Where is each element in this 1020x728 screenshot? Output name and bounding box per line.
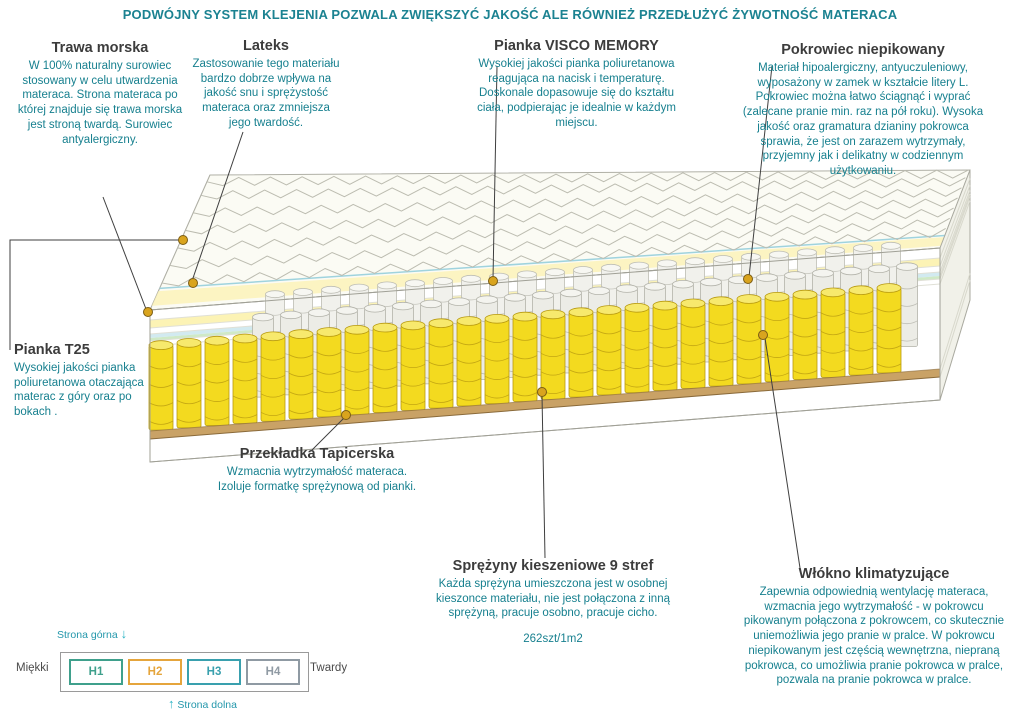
hardness-level-h4: H4 <box>246 659 300 685</box>
annotation-title: Pokrowiec niepikowany <box>781 42 945 58</box>
bottom-side-label: Strona dolna <box>177 699 237 711</box>
annotation-lateks: Lateks Zastosowanie tego materiału bardz… <box>190 38 342 131</box>
hard-label: Twardy <box>310 662 348 674</box>
mattress-illustration <box>148 169 971 463</box>
annotation-body: Zastosowanie tego materiału bardzo dobrz… <box>192 58 340 129</box>
annotation-pianka-visco: Pianka VISCO MEMORY Wysokiej jakości pia… <box>474 38 679 131</box>
annotation-body: Zapewnia odpowiednią wentylację materaca… <box>743 586 1005 687</box>
annotation-pokrowiec: Pokrowiec niepikowany Materiał hipoalerg… <box>736 42 990 179</box>
annotation-title: Lateks <box>243 38 289 54</box>
bottom-side-note: ↑ Strona dolna <box>168 696 237 711</box>
hardness-level-h1: H1 <box>69 659 123 685</box>
annotation-title: Włókno klimatyzujące <box>798 566 950 582</box>
arrow-down-icon: ↓ <box>120 626 128 641</box>
annotation-sprezyny: Sprężyny kieszeniowe 9 stref Każda spręż… <box>424 558 682 645</box>
annotation-title: Przekładka Tapicerska <box>239 446 395 462</box>
top-side-label: Strona górna <box>57 629 118 641</box>
top-side-note: Strona górna ↓ <box>57 626 127 641</box>
annotation-title: Trawa morska <box>51 40 149 56</box>
annotation-wlokno: Włókno klimatyzujące Zapewnia odpowiedni… <box>740 566 1008 688</box>
arrow-up-icon: ↑ <box>168 696 175 711</box>
annotation-body: W 100% naturalny surowiec stosowany w ce… <box>17 60 183 146</box>
annotation-przekladka: Przekładka Tapicerska Wzmacnia wytrzymał… <box>213 446 421 494</box>
annotation-body: Każda sprężyna umieszczona jest w osobne… <box>436 578 670 620</box>
soft-label: Miękki <box>16 662 49 674</box>
annotation-pianka-t25: Pianka T25 Wysokiej jakości pianka poliu… <box>14 342 152 420</box>
annotation-title: Sprężyny kieszeniowe 9 stref <box>452 558 654 574</box>
annotation-body: Wysokiej jakości pianka poliuretanowa re… <box>477 58 676 129</box>
spring-count: 262szt/1m2 <box>523 633 583 646</box>
hardness-scale: Strona górna ↓ Miękki H1 H2 H3 H4 Twardy… <box>0 618 400 728</box>
annotation-title: Pianka T25 <box>14 342 90 358</box>
page-title: PODWÓJNY SYSTEM KLEJENIA POZWALA ZWIĘKSZ… <box>122 7 898 22</box>
annotation-body: Wysokiej jakości pianka poliuretanowa ot… <box>14 362 144 419</box>
annotation-body: Materiał hipoalergiczny, antyuczuleniowy… <box>742 62 984 178</box>
annotation-trawa-morska: Trawa morska W 100% naturalny surowiec s… <box>14 40 186 147</box>
annotation-title: Pianka VISCO MEMORY <box>494 38 659 54</box>
hardness-levels: H1 H2 H3 H4 <box>60 652 309 692</box>
hardness-level-h2: H2 <box>128 659 182 685</box>
annotation-body: Wzmacnia wytrzymałość materaca. Izoluje … <box>217 466 417 493</box>
hardness-level-h3: H3 <box>187 659 241 685</box>
